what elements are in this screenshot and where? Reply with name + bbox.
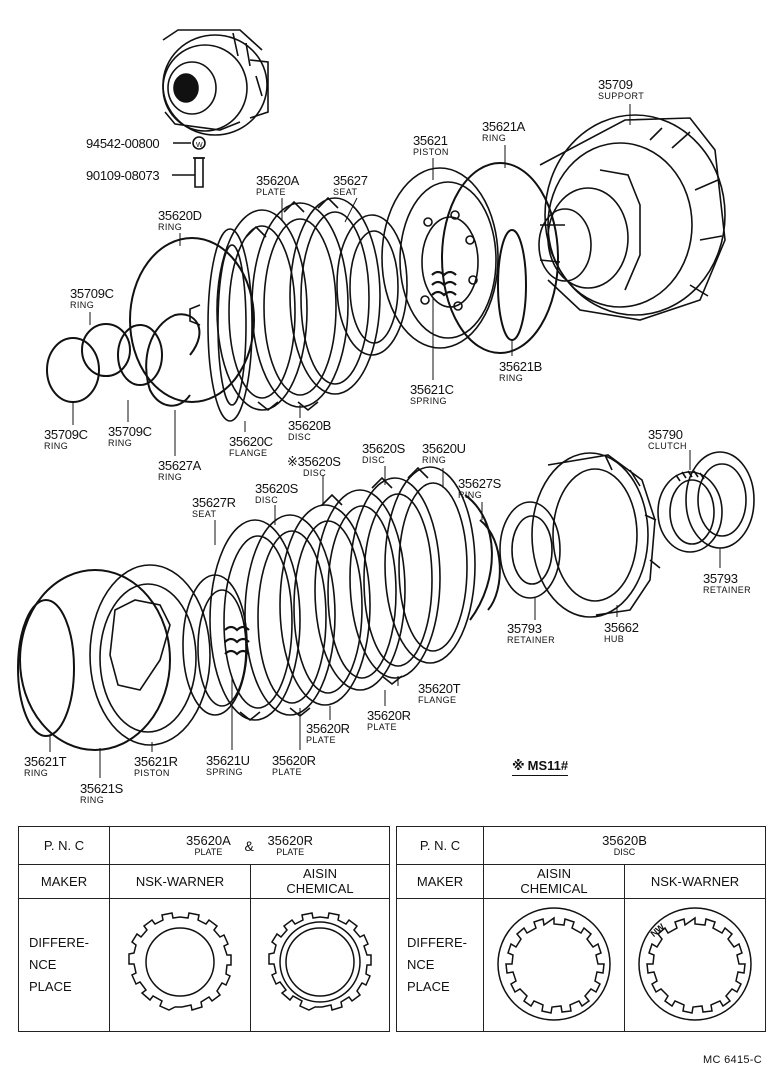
pnc-label: P. N. C bbox=[18, 826, 110, 865]
ring-35621S bbox=[19, 569, 171, 751]
maker-label-right: MAKER bbox=[396, 864, 484, 899]
label-90109-08073: 90109-08073 bbox=[86, 168, 160, 183]
lower-plate-stack bbox=[209, 466, 501, 722]
disc-drawing-nsk: NW bbox=[624, 898, 766, 1032]
assembled-clutch-drawing bbox=[162, 29, 269, 136]
drawing-code: MC 6415-C bbox=[703, 1054, 762, 1066]
pnc-label-right: P. N. C bbox=[396, 826, 484, 865]
lower-piston-drawing bbox=[89, 564, 250, 746]
upper-plate-stack bbox=[189, 196, 408, 422]
exploded-parts-diagram: W bbox=[17, 29, 755, 778]
plate-drawing-aisin bbox=[250, 898, 390, 1032]
maker-label: MAKER bbox=[18, 864, 110, 899]
nw-mark: NW bbox=[649, 921, 667, 939]
leader-lines bbox=[49, 104, 721, 778]
label-94542-00800: 94542-00800 bbox=[86, 136, 160, 151]
support-drawing bbox=[538, 114, 726, 321]
svg-text:W: W bbox=[196, 142, 203, 149]
ring-35621T bbox=[17, 599, 75, 737]
maker-nsk-warner-right: NSK-WARNER bbox=[624, 864, 766, 899]
ring-35621A bbox=[441, 162, 559, 354]
rings-35709C bbox=[46, 323, 163, 403]
maker-nsk-warner: NSK-WARNER bbox=[109, 864, 251, 899]
ring-35627A bbox=[145, 313, 201, 407]
ring-35621B bbox=[497, 229, 527, 341]
piston-top-drawing bbox=[381, 167, 499, 349]
plate-drawing-nsk bbox=[109, 898, 251, 1032]
bolt-and-washer: W bbox=[172, 136, 206, 188]
ms11-note: ※MS11# bbox=[512, 758, 569, 776]
ring-35620D bbox=[129, 237, 255, 403]
disc-drawing-aisin bbox=[483, 898, 625, 1032]
